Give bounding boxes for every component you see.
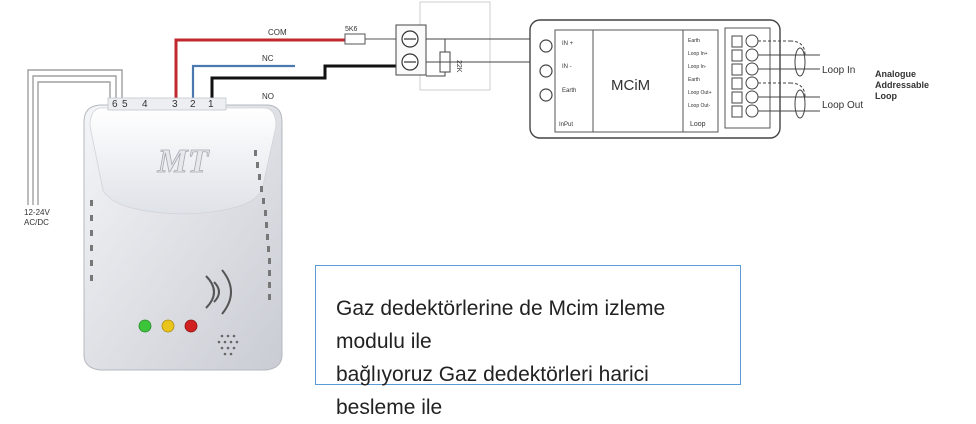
gas-detector: [83, 97, 283, 371]
detector-logo: MT: [157, 143, 210, 180]
led-yellow: [161, 319, 175, 333]
pin-earth-2: Earth: [688, 77, 700, 83]
loop-wires: [758, 40, 820, 119]
supply-voltage-label: 12-24V: [24, 208, 50, 217]
pin-loop-out-plus: Loop Out+: [688, 90, 712, 96]
pin-loop-in-plus: Loop In+: [688, 51, 708, 57]
terminal-2: 2: [190, 99, 196, 110]
terminal-1: 1: [208, 99, 214, 110]
supply-type-label: AC/DC: [24, 218, 49, 227]
pin-loop-in-minus: Loop In-: [688, 64, 707, 70]
resistor-22k-label: 22K: [455, 60, 462, 73]
led-red: [184, 319, 198, 333]
speaker-grille: [217, 334, 239, 356]
note-line-2: bağlıyoruz Gaz dedektörleri harici besle…: [336, 363, 649, 419]
loop-out-label: Loop Out: [822, 100, 863, 111]
addressable-label: Addressable: [875, 80, 929, 90]
mcim-name: MCiM: [611, 77, 650, 94]
no-wire-label: NO: [262, 92, 274, 101]
nc-wire: [191, 64, 295, 98]
terminal-6: 6: [112, 99, 118, 110]
nc-wire-label: NC: [262, 54, 274, 63]
loop-word-label: Loop: [875, 91, 897, 101]
led-green: [138, 319, 152, 333]
pin-in-plus: IN +: [562, 41, 574, 47]
input-label: InPut: [559, 122, 573, 128]
mcim-module: [529, 19, 781, 139]
loop-label: Loop: [690, 121, 706, 128]
analogue-label: Analogue: [875, 69, 916, 79]
pin-earth-left: Earth: [562, 88, 576, 94]
terminal-5: 5: [122, 99, 128, 110]
com-wire-label: COM: [268, 28, 287, 37]
no-wire: [210, 64, 400, 98]
com-wire: [174, 38, 345, 98]
resistor-5k6-label: 5K6: [345, 26, 358, 33]
terminal-box: [395, 1, 540, 91]
description-note: Gaz dedektörlerine de Mcim izleme modulu…: [315, 265, 741, 419]
terminal-4: 4: [142, 99, 148, 110]
pin-in-minus: IN -: [562, 64, 572, 70]
note-line-1: Gaz dedektörlerine de Mcim izleme modulu…: [336, 297, 666, 353]
supply-wires: [27, 69, 123, 205]
wiring-diagram: 12-24V AC/DC COM 5K6 NC NO 22K: [24, 1, 929, 371]
pin-earth-1: Earth: [688, 38, 700, 44]
terminal-3: 3: [172, 99, 178, 110]
pin-loop-out-minus: Loop Out-: [688, 103, 711, 109]
resistor-5k6: [344, 33, 400, 45]
loop-in-label: Loop In: [822, 65, 855, 76]
wireless-icon: [205, 269, 232, 315]
